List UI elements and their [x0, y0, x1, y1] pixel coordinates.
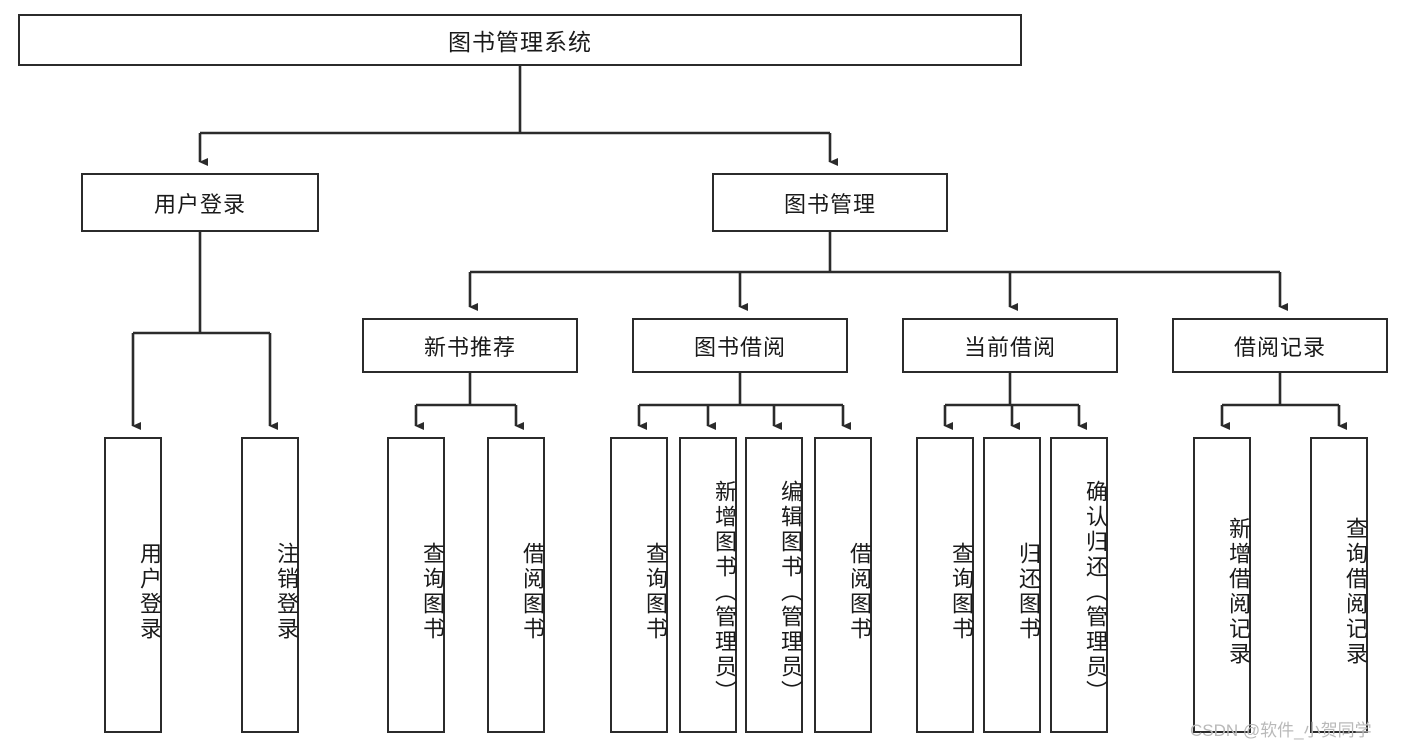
- node-borrow-record[interactable]: 借阅记录: [1172, 318, 1388, 373]
- node-new-book-recommend[interactable]: 新书推荐: [362, 318, 578, 373]
- node-leaf-return-book[interactable]: 归还图书: [983, 437, 1041, 733]
- node-current-borrow[interactable]: 当前借阅: [902, 318, 1118, 373]
- node-book-management[interactable]: 图书管理: [712, 173, 948, 232]
- node-leaf-edit-book[interactable]: 编辑图书（管理员）: [745, 437, 803, 733]
- node-leaf-user-login[interactable]: 用户登录: [104, 437, 162, 733]
- node-user-login[interactable]: 用户登录: [81, 173, 319, 232]
- node-leaf-query-book-2[interactable]: 查询图书: [610, 437, 668, 733]
- node-book-borrow[interactable]: 图书借阅: [632, 318, 848, 373]
- node-leaf-logout[interactable]: 注销登录: [241, 437, 299, 733]
- csdn-watermark: CSDN @软件_小贺同学: [1190, 721, 1372, 740]
- node-leaf-query-record[interactable]: 查询借阅记录: [1310, 437, 1368, 733]
- node-leaf-borrow-book-2[interactable]: 借阅图书: [814, 437, 872, 733]
- node-leaf-query-book-1[interactable]: 查询图书: [387, 437, 445, 733]
- node-leaf-query-book-3[interactable]: 查询图书: [916, 437, 974, 733]
- node-root-system[interactable]: 图书管理系统: [18, 14, 1022, 66]
- node-leaf-borrow-book-1[interactable]: 借阅图书: [487, 437, 545, 733]
- node-leaf-add-book[interactable]: 新增图书（管理员）: [679, 437, 737, 733]
- node-leaf-add-record[interactable]: 新增借阅记录: [1193, 437, 1251, 733]
- node-leaf-confirm-return[interactable]: 确认归还（管理员）: [1050, 437, 1108, 733]
